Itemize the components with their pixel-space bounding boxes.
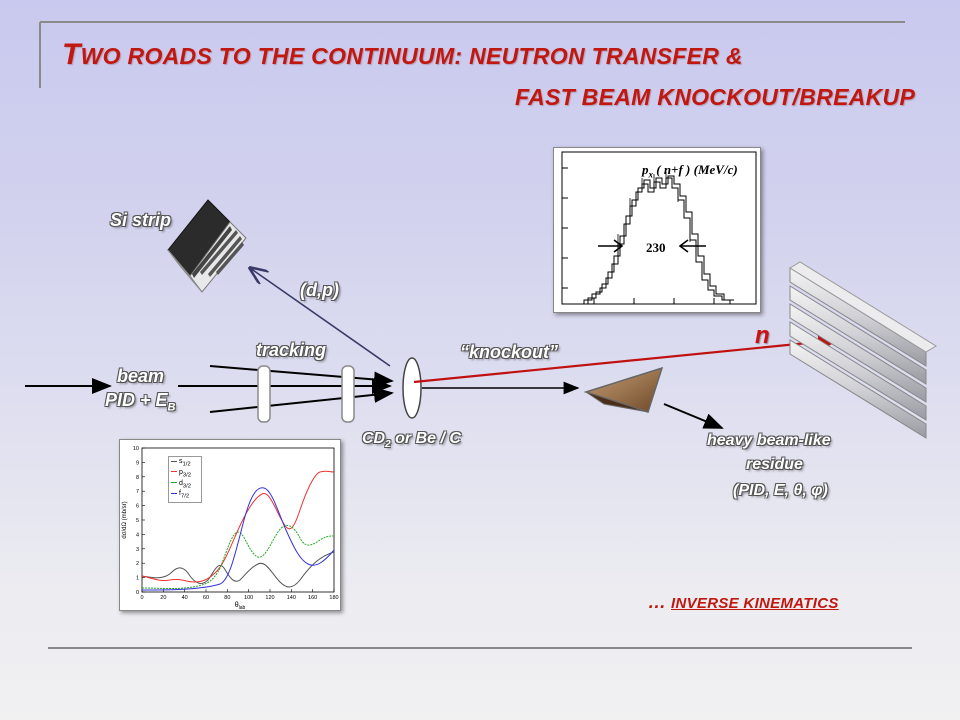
legend-d32: d3/2: [171, 480, 199, 491]
y-tick-label: 2: [136, 561, 139, 567]
target-label: CD2 or Be / C: [362, 430, 461, 451]
pid-label: PID + EB: [105, 390, 176, 414]
track-arrow-1: [209, 365, 394, 388]
neutron-label: n: [755, 322, 770, 349]
x-tick-label: 80: [224, 595, 230, 601]
momentum-histogram: [583, 177, 731, 304]
track-arrow-2: [209, 386, 394, 413]
y-tick-label: 1: [136, 576, 139, 582]
inverse-kinematics-label: … INVERSE KINEMATICS: [648, 592, 839, 612]
angular-legend: s1/2 p3/2 d3/2 f7/2: [168, 456, 202, 504]
target: [402, 357, 422, 419]
residue-arrow: [663, 403, 724, 429]
y-tick-label: 3: [136, 547, 139, 553]
si-strip-detector: [167, 199, 247, 293]
curve-s12: [141, 551, 335, 588]
y-tick-label: 8: [136, 475, 139, 481]
angular-xlabel: θlab: [235, 602, 246, 610]
x-tick-label: 100: [244, 595, 253, 601]
y-tick-label: 7: [136, 489, 139, 495]
slide-title: TWO ROADS TO THE CONTINUUM: NEUTRON TRAN…: [62, 38, 743, 71]
legend-p32: p3/2: [171, 469, 199, 480]
momentum-distribution-plot: [561, 151, 757, 305]
dp-arrow: [250, 268, 391, 367]
y-tick-label: 0: [136, 590, 139, 596]
y-tick-label: 4: [136, 532, 139, 538]
x-tick-label: 0: [140, 595, 143, 601]
y-tick-label: 5: [136, 518, 139, 524]
neutron-wall: [789, 261, 937, 439]
x-tick-label: 120: [265, 595, 274, 601]
y-tick-label: 10: [133, 446, 139, 452]
angular-distribution-plot: 0 1 2 3 4 5 6 7 8 9 10 0 20 40 60 80 100 120 140 160 180 dσ…: [122, 446, 339, 611]
momentum-distribution-panel: px ( n+f ) (MeV/c) 230: [553, 147, 761, 313]
neutron-arrow: [413, 333, 841, 384]
tracking-detector-2: [341, 365, 355, 423]
residue-label-1: heavy beam-like: [707, 432, 831, 449]
x-tick-label: 20: [160, 595, 166, 601]
knockout-label: “knockout”: [460, 342, 559, 362]
x-ticks: 0 20 40 60 80 100 120 140 160 180: [140, 589, 339, 601]
beam-label: beam: [117, 366, 165, 386]
residue-label-2: residue: [746, 456, 803, 473]
angular-distribution-panel: 0 1 2 3 4 5 6 7 8 9 10 0 20 40 60 80 100 120 140 160 180 dσ…: [119, 439, 341, 611]
legend-s12: s1/2: [171, 458, 199, 469]
legend-f72: f7/2: [171, 490, 199, 501]
curve-f72: [141, 487, 335, 591]
x-tick-label: 60: [203, 595, 209, 601]
x-tick-label: 140: [287, 595, 296, 601]
x-tick-label: 180: [329, 595, 338, 601]
angular-ylabel: dσ/dΩ (mb/sr): [122, 501, 128, 538]
x-tick-label: 40: [182, 595, 188, 601]
momentum-histogram-2: [587, 175, 734, 304]
tracking-detector-1: [257, 365, 271, 423]
tracking-label: tracking: [256, 340, 327, 360]
slide-title-line2: FAST BEAM KNOCKOUT/BREAKUP: [515, 84, 916, 110]
y-ticks: 0 1 2 3 4 5 6 7 8 9 10: [133, 446, 145, 596]
dp-label: (d,p): [300, 280, 339, 300]
curve-p32: [141, 470, 335, 583]
x-tick-label: 160: [308, 595, 317, 601]
momentum-width-value: 230: [646, 240, 666, 255]
si-strip-label: Si strip: [110, 210, 172, 230]
y-tick-label: 9: [136, 460, 139, 466]
curve-d32: [141, 524, 335, 589]
residue-label-3: (PID, E, θ, φ): [733, 482, 828, 499]
momentum-axis-label: px ( n+f ) (MeV/c): [642, 162, 738, 180]
y-tick-label: 6: [136, 504, 139, 510]
residue-spectrometer: [583, 366, 664, 413]
